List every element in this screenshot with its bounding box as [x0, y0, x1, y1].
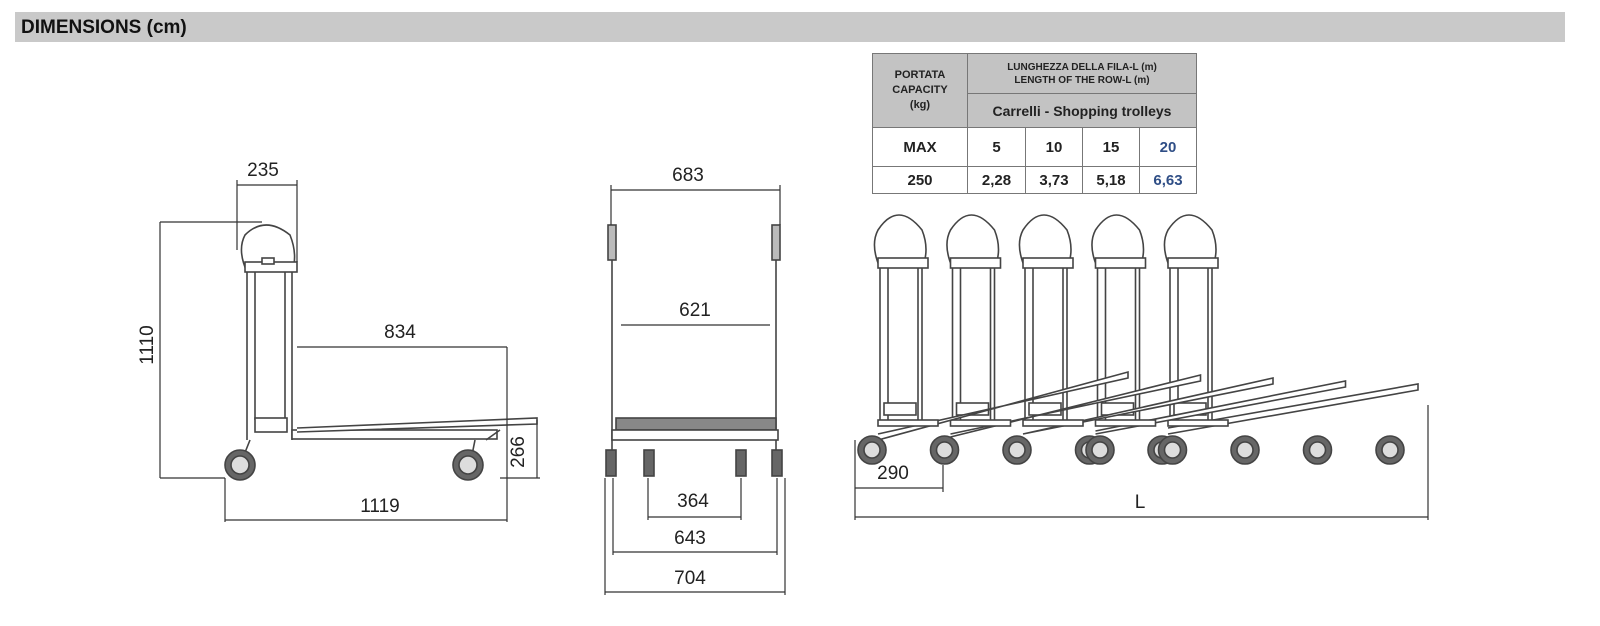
- table-cell: 3,73: [1025, 166, 1083, 194]
- dim-wheel-outer: 643: [674, 528, 706, 549]
- row-length-table: PORTATA CAPACITY (kg) LUNGHEZZA DELLA FI…: [872, 53, 1197, 194]
- dim-total-width: 704: [674, 568, 706, 589]
- front-view-dimensions: 683 621 364 643 704: [604, 165, 786, 595]
- dim-handle-width: 235: [247, 160, 279, 181]
- trolleys-subheader: Carrelli - Shopping trolleys: [967, 93, 1197, 128]
- row-view-trolleys: [857, 214, 1419, 465]
- capacity-header-it: PORTATA: [894, 69, 946, 81]
- side-view-dimensions: 235 1110 834 266 1119: [137, 160, 540, 522]
- table-cell: 6,63: [1139, 166, 1197, 194]
- nested-trolley: [857, 214, 1129, 465]
- dim-height: 1110: [137, 325, 158, 364]
- table-row: MAX 5 10 15 20: [872, 127, 1197, 167]
- front-view-trolley: [605, 224, 783, 477]
- table-cell: 2,28: [967, 166, 1026, 194]
- table-cell: 5,18: [1082, 166, 1140, 194]
- row-view-dimensions: 290 L: [854, 405, 1429, 520]
- dim-total-length: 1119: [360, 496, 399, 517]
- dim-pitch: 290: [877, 463, 909, 484]
- section-header: DIMENSIONS (cm): [15, 12, 1565, 42]
- length-header-en: LENGTH OF THE ROW-L (m): [1014, 74, 1150, 86]
- length-header: LUNGHEZZA DELLA FILA-L (m) LENGTH OF THE…: [967, 53, 1197, 94]
- nested-trolley: [1147, 214, 1419, 465]
- side-view-trolley: [224, 224, 538, 481]
- capacity-header-en: CAPACITY: [892, 84, 948, 96]
- dim-row-length: L: [1135, 492, 1146, 513]
- dim-platform-length: 834: [384, 322, 416, 343]
- dim-top-width: 683: [672, 165, 704, 186]
- table-cell: 250: [872, 166, 968, 194]
- table-cell: 15: [1082, 127, 1140, 167]
- length-header-it: LUNGHEZZA DELLA FILA-L (m): [1007, 61, 1157, 73]
- nested-trolley: [929, 214, 1202, 465]
- table-cell: 10: [1025, 127, 1083, 167]
- table-cell: MAX: [872, 127, 968, 167]
- nested-trolley: [1002, 214, 1274, 465]
- table-cell: 20: [1139, 127, 1197, 167]
- capacity-header: PORTATA CAPACITY (kg): [872, 53, 968, 128]
- section-title: DIMENSIONS (cm): [21, 17, 187, 38]
- table-cell: 5: [967, 127, 1026, 167]
- capacity-header-unit: (kg): [909, 99, 931, 111]
- dim-platform-height: 266: [508, 436, 529, 468]
- dim-wheel-inner: 364: [677, 491, 709, 512]
- dim-inner-width: 621: [679, 300, 711, 321]
- table-row: 250 2,28 3,73 5,18 6,63: [872, 166, 1197, 194]
